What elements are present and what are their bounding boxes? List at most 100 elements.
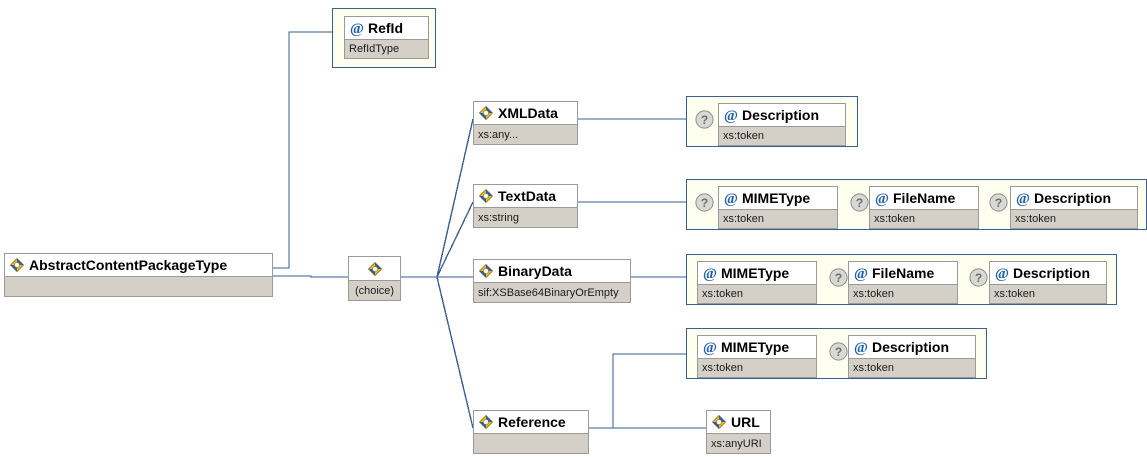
attr-title-row: @ FileName (870, 187, 978, 209)
node-type (474, 433, 588, 453)
element-icon (478, 263, 494, 279)
attr-type: xs:token (698, 358, 816, 377)
attr-title-row: @ Description (849, 336, 975, 358)
attr-reference-description[interactable]: @ Description xs:token (848, 335, 976, 378)
attr-binarydata-filename[interactable]: @ FileName xs:token (848, 261, 958, 304)
attribute-icon: @ (853, 265, 869, 281)
attribute-icon: @ (994, 265, 1010, 281)
node-name: TextData (498, 188, 557, 204)
svg-text:@: @ (724, 108, 738, 123)
node-name: Reference (498, 414, 566, 430)
element-icon (367, 261, 383, 277)
node-title-row: XMLData (474, 102, 577, 124)
optional-marker-icon: ? (695, 110, 714, 129)
svg-text:@: @ (1016, 191, 1030, 206)
node-title-row: BinaryData (474, 260, 630, 282)
attr-binarydata-description[interactable]: @ Description xs:token (989, 261, 1107, 304)
node-type: sif:XSBase64BinaryOrEmpty (474, 282, 630, 302)
attr-reference-mimetype[interactable]: @ MIMEType xs:token (697, 335, 817, 378)
attr-name: Description (872, 339, 950, 355)
element-icon (478, 188, 494, 204)
attr-textdata-filename[interactable]: @ FileName xs:token (869, 186, 979, 229)
attr-binarydata-mimetype[interactable]: @ MIMEType xs:token (697, 261, 817, 304)
attr-title-row: @ Description (990, 262, 1106, 284)
svg-text:@: @ (854, 266, 868, 281)
svg-text:?: ? (701, 196, 708, 210)
optional-marker-icon: ? (989, 193, 1008, 212)
node-textdata[interactable]: TextData xs:string (473, 184, 578, 228)
node-abstract-content-package-type[interactable]: AbstractContentPackageType (4, 253, 273, 297)
attr-name: Description (742, 107, 820, 123)
node-type (5, 276, 272, 296)
attr-title-row: @ FileName (849, 262, 957, 284)
attr-type: RefIdType (345, 39, 428, 58)
attr-name: RefId (368, 20, 403, 36)
svg-text:@: @ (350, 21, 364, 36)
svg-text:?: ? (995, 196, 1002, 210)
svg-text:@: @ (703, 340, 717, 355)
attr-type: xs:token (870, 209, 978, 228)
node-binarydata[interactable]: BinaryData sif:XSBase64BinaryOrEmpty (473, 259, 631, 303)
attr-name: FileName (893, 190, 956, 206)
attr-title-row: @ Description (1011, 187, 1137, 209)
attr-refid[interactable]: @ RefId RefIdType (344, 16, 429, 59)
node-type: xs:any... (474, 124, 577, 144)
attr-name: Description (1034, 190, 1112, 206)
attribute-icon: @ (1015, 190, 1031, 206)
attribute-icon: @ (723, 107, 739, 123)
node-type: xs:string (474, 207, 577, 227)
element-icon (711, 414, 727, 430)
attr-title-row: @ RefId (345, 17, 428, 39)
node-title-row: AbstractContentPackageType (5, 254, 272, 276)
attr-title-row: @ MIMEType (719, 187, 837, 209)
optional-marker-icon: ? (850, 193, 869, 212)
attr-type: xs:token (719, 126, 845, 145)
svg-text:@: @ (703, 266, 717, 281)
attr-title-row: @ Description (719, 104, 845, 126)
attr-name: FileName (872, 265, 935, 281)
attr-title-row: @ MIMEType (698, 262, 816, 284)
svg-text:?: ? (856, 196, 863, 210)
attribute-icon: @ (723, 190, 739, 206)
attribute-icon: @ (853, 339, 869, 355)
choice-icon-row (349, 257, 400, 280)
svg-text:@: @ (875, 191, 889, 206)
attr-name: MIMEType (721, 339, 790, 355)
attr-name: MIMEType (721, 265, 790, 281)
optional-marker-icon: ? (695, 193, 714, 212)
optional-marker-icon: ? (829, 268, 848, 287)
element-icon (9, 257, 25, 273)
attribute-icon: @ (349, 20, 365, 36)
attr-xmldata-description[interactable]: @ Description xs:token (718, 103, 846, 146)
attribute-icon: @ (702, 339, 718, 355)
element-icon (478, 105, 494, 121)
attr-type: xs:token (698, 284, 816, 303)
node-type: xs:anyURI (707, 433, 770, 453)
attr-type: xs:token (990, 284, 1106, 303)
svg-text:@: @ (995, 266, 1009, 281)
svg-text:?: ? (835, 345, 842, 359)
node-name: XMLData (498, 105, 558, 121)
svg-text:@: @ (854, 340, 868, 355)
node-name: URL (731, 414, 760, 430)
attr-type: xs:token (719, 209, 837, 228)
svg-text:?: ? (835, 271, 842, 285)
attribute-icon: @ (702, 265, 718, 281)
svg-text:?: ? (975, 271, 982, 285)
node-xmldata[interactable]: XMLData xs:any... (473, 101, 578, 145)
node-name: AbstractContentPackageType (29, 257, 228, 273)
node-reference[interactable]: Reference (473, 410, 589, 454)
optional-marker-icon: ? (829, 342, 848, 361)
node-title-row: Reference (474, 411, 588, 433)
node-url[interactable]: URL xs:anyURI (706, 410, 771, 454)
attr-name: Description (1013, 265, 1091, 281)
attr-textdata-description[interactable]: @ Description xs:token (1010, 186, 1138, 229)
attr-textdata-mimetype[interactable]: @ MIMEType xs:token (718, 186, 838, 229)
attr-type: xs:token (1011, 209, 1137, 228)
node-choice[interactable]: (choice) (348, 256, 401, 301)
attr-type: xs:token (849, 358, 975, 377)
svg-text:?: ? (701, 113, 708, 127)
node-title-row: URL (707, 411, 770, 433)
attr-title-row: @ MIMEType (698, 336, 816, 358)
